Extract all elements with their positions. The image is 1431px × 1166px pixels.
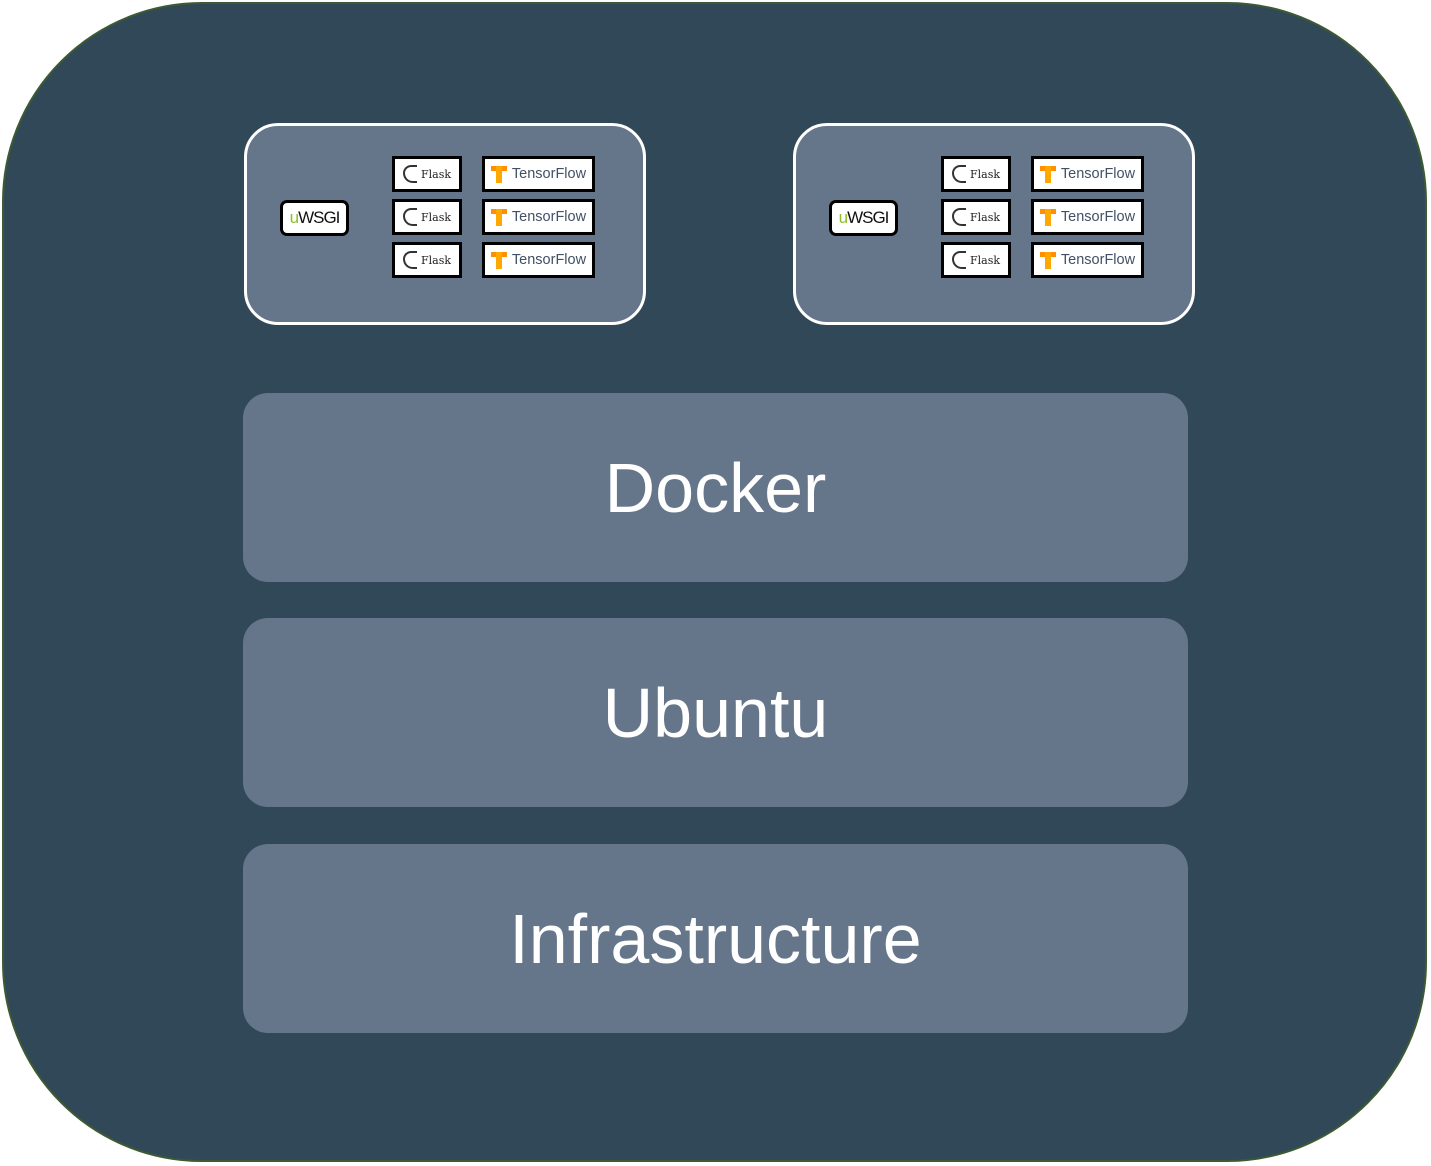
tensorflow-logo: TensorFlow [482, 242, 595, 278]
flask-logo-icon [402, 251, 417, 269]
flask-label: Flask [420, 167, 452, 181]
tensorflow-logo: TensorFlow [482, 156, 595, 192]
infrastructure-layer-label: Infrastructure [509, 899, 922, 978]
flask-label: Flask [420, 210, 452, 224]
flask-logo-icon [402, 165, 417, 183]
uwsgi-logo-text: WSGI [847, 208, 889, 227]
tensorflow-logo-icon [1039, 208, 1056, 226]
uwsgi-logo-u: u [838, 208, 849, 227]
flask-logo: Flask [941, 199, 1011, 235]
tensorflow-label: TensorFlow [1060, 166, 1136, 182]
tensorflow-logo-icon [490, 208, 507, 226]
tensorflow-logo: TensorFlow [1031, 242, 1144, 278]
flask-logo: Flask [392, 242, 462, 278]
tensorflow-label: TensorFlow [1060, 209, 1136, 225]
infrastructure-layer: Infrastructure [243, 844, 1188, 1033]
flask-logo: Flask [941, 242, 1011, 278]
tensorflow-logo-icon [490, 251, 507, 269]
tensorflow-label: TensorFlow [511, 166, 587, 182]
docker-layer-label: Docker [604, 448, 827, 527]
flask-logo: Flask [392, 156, 462, 192]
tensorflow-logo-icon [490, 165, 507, 183]
flask-logo-icon [951, 165, 966, 183]
tensorflow-label: TensorFlow [511, 209, 587, 225]
flask-logo-icon [402, 208, 417, 226]
uwsgi-logo-text: WSGI [298, 208, 340, 227]
tensorflow-logo: TensorFlow [1031, 199, 1144, 235]
flask-logo: Flask [941, 156, 1011, 192]
flask-label: Flask [969, 253, 1001, 267]
tensorflow-label: TensorFlow [1060, 252, 1136, 268]
tensorflow-logo-icon [1039, 251, 1056, 269]
flask-logo-icon [951, 251, 966, 269]
uwsgi-logo-u: u [289, 208, 300, 227]
flask-logo: Flask [392, 199, 462, 235]
ubuntu-layer: Ubuntu [243, 618, 1188, 807]
docker-layer: Docker [243, 393, 1188, 582]
flask-logo-icon [951, 208, 966, 226]
tensorflow-logo: TensorFlow [482, 199, 595, 235]
tensorflow-logo-icon [1039, 165, 1056, 183]
flask-label: Flask [969, 167, 1001, 181]
flask-label: Flask [969, 210, 1001, 224]
tensorflow-logo: TensorFlow [1031, 156, 1144, 192]
flask-label: Flask [420, 253, 452, 267]
tensorflow-label: TensorFlow [511, 252, 587, 268]
ubuntu-layer-label: Ubuntu [602, 673, 829, 752]
